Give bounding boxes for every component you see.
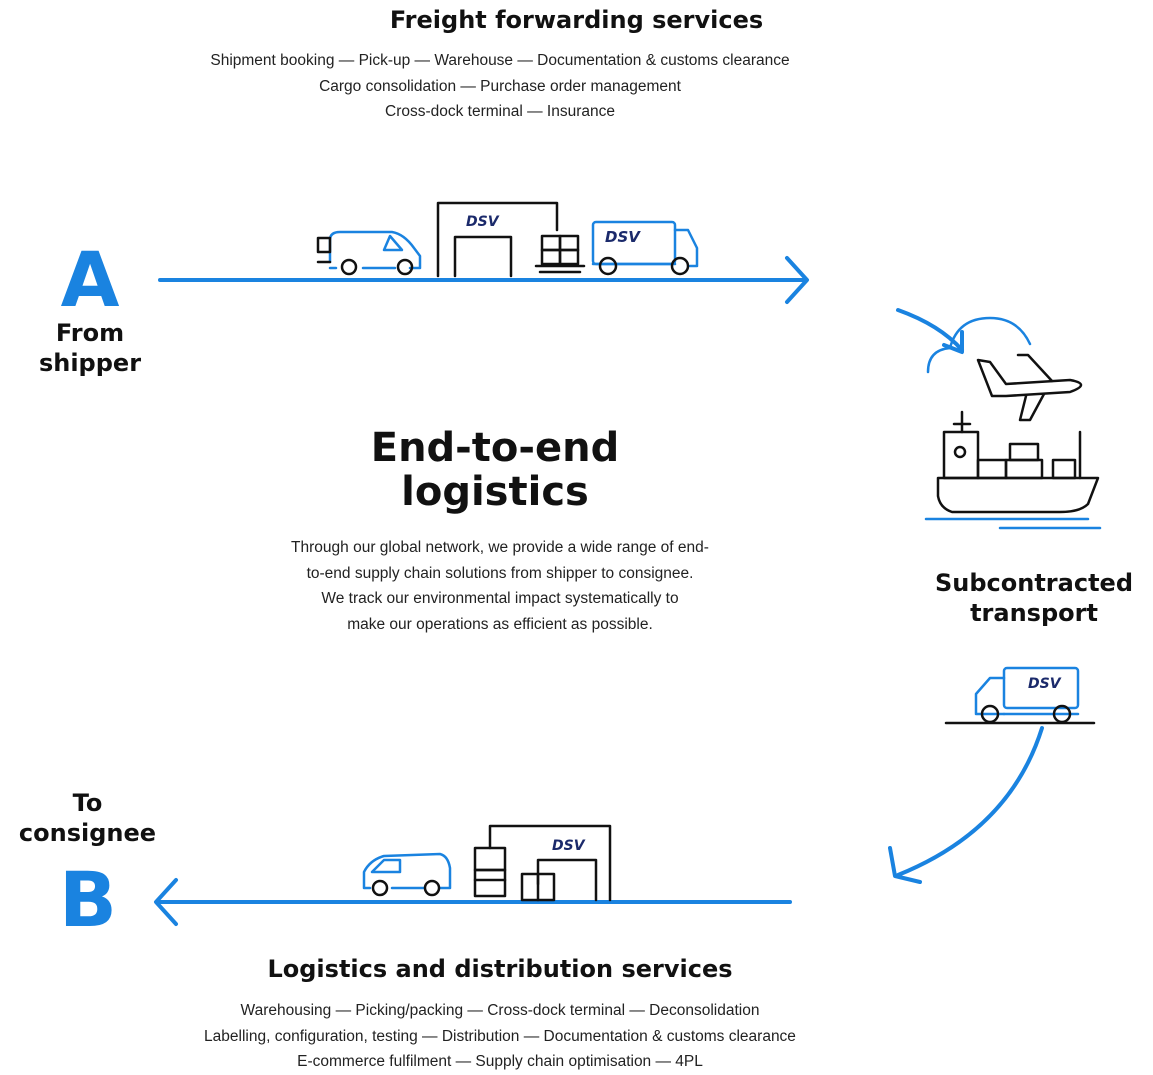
container-ship-icon (924, 410, 1102, 530)
point-b-label: To consignee (10, 788, 165, 848)
center-description-line: We track our environmental impact system… (321, 590, 679, 607)
warehouse-icon (436, 201, 559, 278)
svg-text:DSV: DSV (552, 838, 586, 854)
svg-text:DSV: DSV (1028, 676, 1062, 692)
truck-icon-right (944, 666, 1096, 725)
top-service-line: Cross-dock terminal — Insurance (385, 103, 615, 120)
svg-text:DSV: DSV (466, 214, 500, 230)
top-flow-arrow (158, 256, 809, 304)
subcontracted-label-line: Subcontracted (934, 569, 1133, 597)
point-a-label-line: From (55, 319, 125, 347)
center-title: End-to-end logistics (300, 426, 690, 514)
bottom-service-line: Warehousing — Picking/packing — Cross-do… (240, 1002, 760, 1019)
top-section-title: Freight forwarding services (389, 6, 764, 34)
top-service-line: Shipment booking — Pick-up — Warehouse —… (210, 52, 790, 69)
bottom-flow-arrow (154, 878, 792, 926)
dsv-logo-warehouse: DSV (466, 214, 500, 230)
center-description-line: Through our global network, we provide a… (291, 539, 709, 556)
center-title-line: End-to-end (370, 425, 620, 471)
bottom-service-line: E-commerce fulfilment — Supply chain opt… (297, 1053, 703, 1070)
point-a-label: From shipper (20, 318, 160, 378)
subcontracted-transport-label: Subcontracted transport (918, 568, 1150, 628)
center-title-line: logistics (401, 469, 589, 515)
cloud-icon (926, 316, 1032, 374)
svg-text:DSV: DSV (605, 228, 641, 246)
top-services-list: Shipment booking — Pick-up — Warehouse —… (100, 48, 900, 125)
center-description: Through our global network, we provide a… (240, 535, 760, 637)
point-b-label-line: To (72, 789, 103, 817)
center-description-line: make our operations as efficient as poss… (347, 615, 653, 633)
delivery-van-icon-bottom (362, 852, 452, 897)
warehouse-icon-bottom (473, 824, 612, 902)
point-a-letter: A (60, 235, 120, 324)
point-b-letter: B (59, 855, 117, 944)
dsv-logo-warehouse-bottom: DSV (552, 838, 586, 854)
point-a-label-line: shipper (38, 349, 142, 377)
bottom-service-line: Labelling, configuration, testing — Dist… (204, 1027, 796, 1045)
bottom-section-title: Logistics and distribution services (267, 955, 733, 983)
dsv-logo-truck-top: DSV (605, 228, 641, 246)
delivery-van-icon (316, 230, 422, 276)
airplane-icon (976, 353, 1083, 422)
top-service-line: Cargo consolidation — Purchase order man… (319, 77, 681, 95)
truck-icon-top (591, 220, 699, 276)
center-description-line: to-end supply chain solutions from shipp… (306, 564, 694, 582)
right-curve-arrow-bottom (888, 726, 1044, 884)
right-curve-arrow-top (896, 308, 964, 354)
dsv-logo-truck-right: DSV (1028, 676, 1062, 692)
point-b-label-line: consignee (18, 819, 157, 847)
bottom-services-list: Warehousing — Picking/packing — Cross-do… (60, 998, 940, 1075)
pallet-boxes-icon (534, 234, 586, 274)
subcontracted-label-line: transport (970, 599, 1098, 627)
